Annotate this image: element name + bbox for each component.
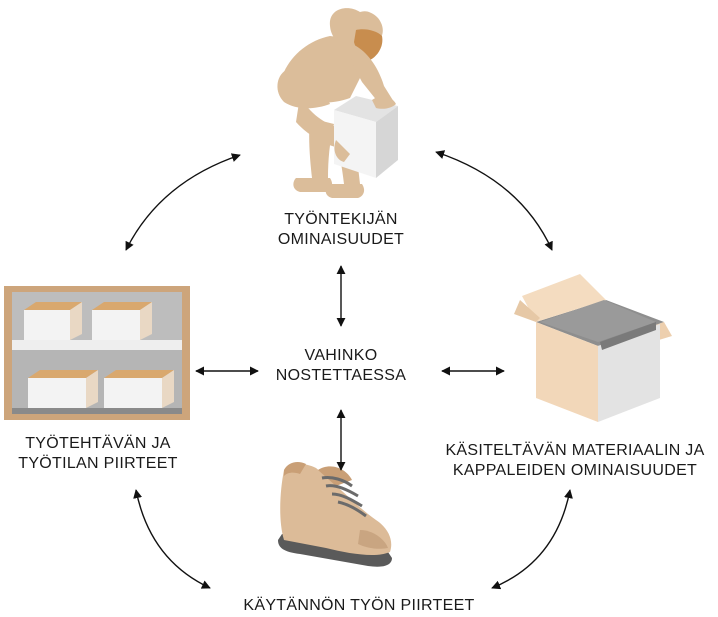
arrow-material-practice (491, 489, 573, 590)
material-label-line1: KÄSITELTÄVÄN MATERIAALIN JA (445, 442, 705, 459)
task-label: TYÖTEHTÄVÄN JA TYÖTILAN PIIRTEET (0, 434, 196, 474)
material-label-line2: KAPPALEIDEN OMINAISUUDET (452, 462, 698, 479)
open-box-icon (514, 274, 672, 422)
worker-label-line2: OMINAISUUDET (277, 231, 405, 248)
practice-label-line1: KÄYTÄNNÖN TYÖN PIIRTEET (243, 597, 475, 614)
worker-label: TYÖNTEKIJÄN OMINAISUUDET (241, 210, 441, 250)
arrows (125, 150, 573, 590)
arrow-worker-material (435, 150, 553, 251)
shelf-with-boxes-icon (4, 286, 190, 420)
task-label-line1: TYÖTEHTÄVÄN JA (25, 435, 171, 452)
arrow-task-practice (133, 489, 211, 589)
task-label-line2: TYÖTILAN PIIRTEET (18, 455, 178, 472)
center-label-line2: NOSTETTAESSA (275, 367, 407, 384)
material-label: KÄSITELTÄVÄN MATERIAALIN JA KAPPALEIDEN … (436, 441, 714, 481)
practice-label: KÄYTÄNNÖN TYÖN PIIRTEET (209, 596, 509, 616)
shoe-icon (278, 462, 392, 567)
arrow-worker-task (125, 153, 241, 251)
center-label-line1: VAHINKO (304, 347, 378, 364)
worker-lifting-box-icon (277, 8, 398, 198)
center-label: VAHINKO NOSTETTAESSA (241, 346, 441, 386)
worker-label-line1: TYÖNTEKIJÄN (284, 211, 398, 228)
